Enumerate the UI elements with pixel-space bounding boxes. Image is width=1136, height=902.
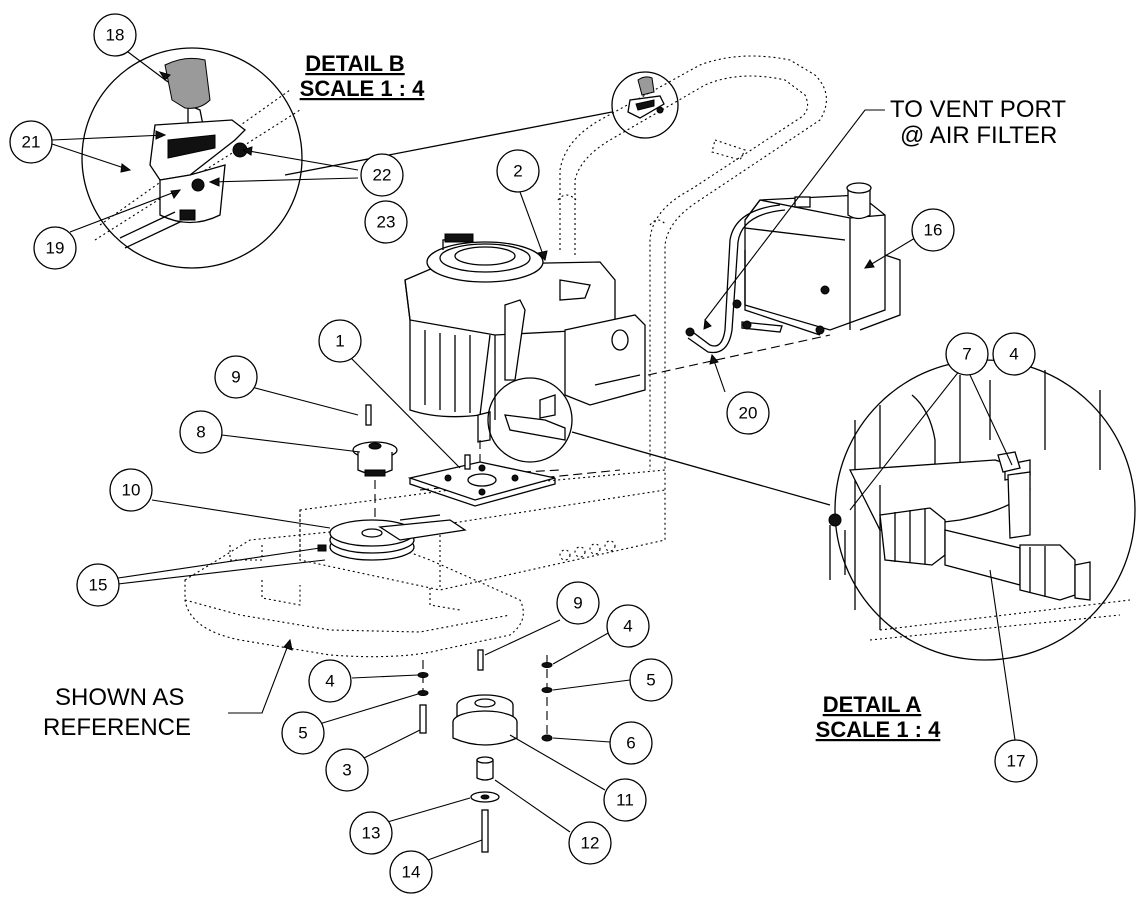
callout-20: 20 (726, 391, 770, 435)
svg-text:14: 14 (402, 863, 421, 882)
callout-23: 23 (364, 200, 408, 244)
detail-b-title: DETAIL B SCALE 1 : 4 (300, 51, 425, 101)
svg-text:7: 7 (962, 345, 971, 364)
reference-note: SHOWN AS REFERENCE (43, 684, 191, 741)
detail-a-title: DETAIL A SCALE 1 : 4 (816, 692, 941, 742)
svg-text:2: 2 (513, 162, 522, 181)
callout-9-top: 9 (214, 355, 258, 399)
svg-text:3: 3 (342, 761, 351, 780)
callout-18: 18 (93, 13, 137, 57)
callout-21: 21 (9, 120, 53, 164)
reference-note-line2: REFERENCE (43, 714, 191, 741)
detail-b-scale-text: SCALE 1 : 4 (300, 76, 425, 101)
callout-8: 8 (179, 410, 223, 454)
vent-note-line1: TO VENT PORT (890, 96, 1066, 123)
callout-4-detail-a: 4 (992, 332, 1036, 376)
detail-a-view (828, 359, 1136, 661)
callout-17: 17 (994, 739, 1038, 783)
svg-text:12: 12 (581, 834, 600, 853)
svg-text:22: 22 (373, 166, 392, 185)
svg-text:4: 4 (1009, 345, 1018, 364)
handle-frame (557, 55, 827, 470)
leader-lines (51, 51, 1016, 861)
callout-7: 7 (945, 332, 989, 376)
callout-1: 1 (318, 319, 362, 363)
callout-10: 10 (109, 468, 153, 512)
svg-text:8: 8 (196, 423, 205, 442)
callout-2: 2 (496, 149, 540, 193)
mower-deck (184, 469, 666, 658)
svg-text:23: 23 (377, 213, 396, 232)
callout-4-left: 4 (308, 659, 352, 703)
detail-a-marker (487, 377, 831, 506)
svg-text:9: 9 (573, 594, 582, 613)
svg-text:1: 1 (335, 332, 344, 351)
callout-9-bottom: 9 (556, 581, 600, 625)
svg-text:19: 19 (46, 239, 65, 258)
svg-text:15: 15 (89, 576, 108, 595)
detail-b-view (81, 47, 303, 269)
svg-text:9: 9 (231, 368, 240, 387)
svg-text:5: 5 (646, 671, 655, 690)
callout-16: 16 (911, 208, 955, 252)
svg-text:11: 11 (616, 791, 634, 810)
detail-b-marker (284, 71, 679, 176)
callout-22: 22 (360, 153, 404, 197)
callout-bubbles: 18 21 22 23 19 2 16 1 9 8 10 15 20 7 4 9… (9, 13, 1038, 894)
callout-19: 19 (33, 226, 77, 270)
svg-text:21: 21 (22, 133, 41, 152)
engine (404, 233, 646, 465)
detail-a-title-text: DETAIL A (823, 692, 922, 717)
arrow-heads (120, 71, 875, 651)
reference-note-line1: SHOWN AS (55, 684, 184, 711)
engine-mount-plate (407, 454, 556, 507)
detail-a-scale-text: SCALE 1 : 4 (816, 717, 941, 742)
detail-b-title-text: DETAIL B (305, 51, 404, 76)
fuel-tank (647, 182, 901, 376)
callout-13: 13 (349, 811, 393, 855)
lower-hardware-stack (417, 649, 553, 853)
callout-14: 14 (389, 850, 433, 894)
svg-text:16: 16 (924, 221, 943, 240)
callout-5-left: 5 (281, 711, 325, 755)
callout-15: 15 (76, 563, 120, 607)
drive-pulley (317, 514, 467, 561)
pulley-hub (352, 404, 398, 520)
svg-text:10: 10 (122, 481, 141, 500)
callout-4-right: 4 (606, 604, 650, 648)
svg-text:5: 5 (298, 724, 307, 743)
vent-note: TO VENT PORT @ AIR FILTER (890, 96, 1066, 149)
svg-text:18: 18 (106, 26, 125, 45)
svg-text:20: 20 (739, 404, 758, 423)
svg-text:17: 17 (1007, 752, 1026, 771)
svg-text:4: 4 (623, 617, 632, 636)
callout-11: 11 (603, 778, 647, 822)
svg-text:13: 13 (362, 824, 381, 843)
callout-3: 3 (325, 748, 369, 792)
callout-5-right: 5 (629, 658, 673, 702)
vent-note-line2: @ AIR FILTER (900, 122, 1057, 149)
svg-text:4: 4 (325, 672, 334, 691)
callout-12: 12 (568, 821, 612, 865)
svg-text:6: 6 (626, 734, 635, 753)
callout-6: 6 (609, 721, 653, 765)
